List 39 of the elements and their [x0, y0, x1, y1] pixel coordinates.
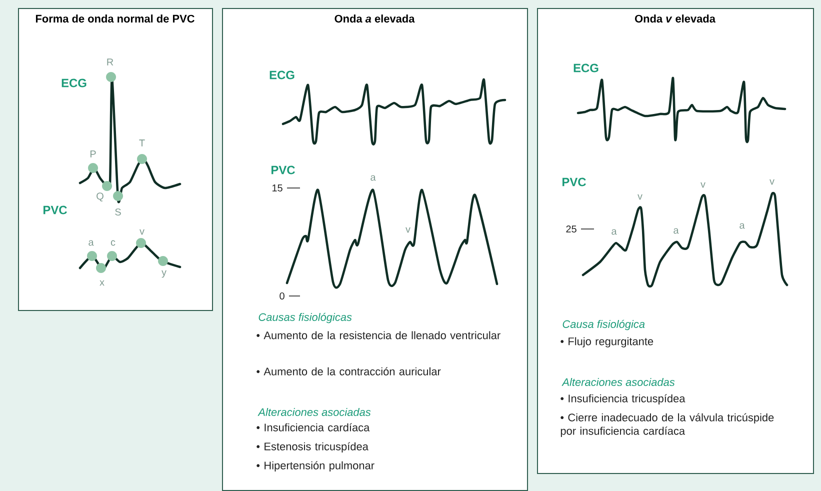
point-letter: T [139, 140, 145, 146]
bullet-item: • Insuficiencia cardíaca [256, 423, 370, 432]
point-letter: S [115, 208, 121, 216]
point-letter: c [110, 240, 116, 246]
point-letter: a [612, 229, 617, 235]
wave-label: ECG [270, 70, 294, 80]
axis-value: 0 [280, 292, 284, 300]
point-letter: R [107, 58, 114, 66]
point-letter: Q [96, 192, 104, 202]
bullet-item: • Hipertensión pulmonar [256, 461, 374, 472]
bullet-item: • Cierre inadecuado de la válvula tricúspide por insuficiencia cardíaca [560, 413, 774, 437]
wave-label: PVC [562, 178, 586, 186]
point-letter: v [406, 227, 410, 233]
bullet-item: • Flujo regurgitante [560, 337, 654, 348]
point-letter: v [638, 194, 642, 200]
axis-value: 15 [272, 184, 282, 192]
point-letter: v [140, 229, 144, 235]
point-letter: v [770, 179, 774, 185]
point-letter: a [674, 228, 679, 234]
point-letter: a [370, 175, 376, 181]
bullet-item: • Estenosis tricuspídea [256, 442, 368, 453]
bullet-item: • Aumento de la resistencia de llenado ventricular [256, 331, 500, 340]
wave-label: PVC [44, 206, 67, 214]
axis-value: 25 [566, 225, 576, 233]
section-heading: Alteraciones asociadas [258, 408, 371, 416]
point-letter: y [162, 270, 166, 278]
section-heading: Causas fisiológicas [258, 312, 352, 324]
point-letter: x [100, 280, 104, 286]
bullet-item: • Aumento de la contracción auricular [256, 367, 441, 376]
point-letter: v [700, 182, 706, 188]
wave-label: PVC [272, 166, 295, 174]
point-letter: P [90, 150, 96, 158]
wave-label: ECG [62, 78, 86, 88]
wave-label: ECG [574, 64, 598, 72]
section-heading: Causa fisiológica [562, 320, 645, 330]
section-heading: Alteraciones asociadas [562, 378, 675, 386]
point-letter: a [740, 223, 745, 229]
point-letter: a [88, 240, 94, 246]
bullet-item: • Insuficiencia tricuspídea [560, 394, 686, 405]
